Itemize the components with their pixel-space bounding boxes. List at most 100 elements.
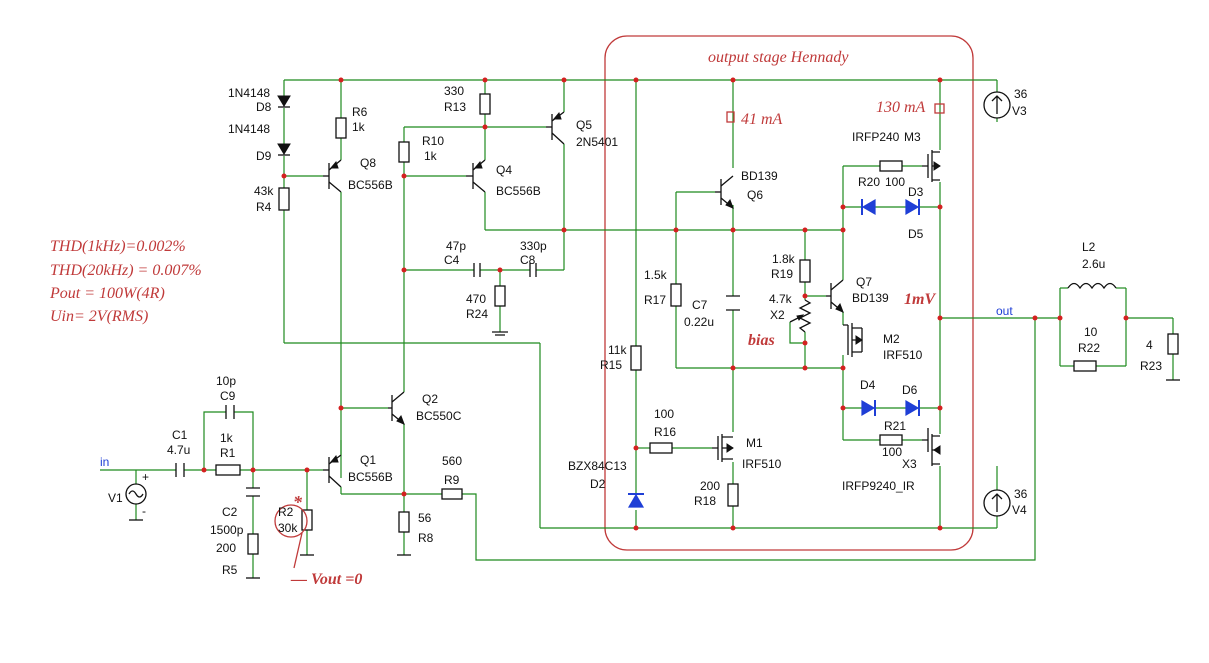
label-r19-val: 1.8k bbox=[772, 252, 796, 266]
r4-body bbox=[278, 187, 290, 211]
zener-d2 bbox=[627, 493, 645, 508]
label-d4-ref: D4 bbox=[860, 378, 876, 392]
label-r1-ref: R1 bbox=[220, 446, 236, 460]
source-v1: + - bbox=[125, 470, 149, 518]
label-q6-ref: Q6 bbox=[747, 188, 763, 202]
label-c4-val: 47p bbox=[446, 239, 466, 253]
svg-text:+: + bbox=[142, 470, 149, 484]
label-r1-val: 1k bbox=[220, 431, 234, 445]
c8-plates bbox=[529, 263, 537, 277]
label-q1-ref: Q1 bbox=[360, 453, 376, 467]
label-v3-val: 36 bbox=[1014, 87, 1028, 101]
label-r19-ref: R19 bbox=[771, 267, 793, 281]
probe-41ma bbox=[726, 111, 735, 123]
label-m2-val: IRF510 bbox=[883, 348, 923, 362]
label-v4-ref: V4 bbox=[1012, 503, 1027, 517]
note-thd-20k: THD(20kHz) = 0.007% bbox=[50, 262, 202, 279]
label-q7-ref: Q7 bbox=[856, 275, 872, 289]
mosfet-m3 bbox=[922, 150, 941, 182]
net-in: in bbox=[100, 455, 109, 469]
label-x3-ref: X3 bbox=[902, 457, 917, 471]
label-q8-val: BC556B bbox=[348, 178, 393, 192]
label-r6-ref: R6 bbox=[352, 105, 368, 119]
label-d8-ref: D8 bbox=[256, 100, 272, 114]
transistor-q4 bbox=[466, 159, 486, 193]
label-q4-val: BC556B bbox=[496, 184, 541, 198]
performance-notes: THD(1kHz)=0.002% THD(20kHz) = 0.007% Pou… bbox=[49, 238, 202, 325]
net-out: out bbox=[996, 304, 1013, 318]
label-v4-val: 36 bbox=[1014, 487, 1028, 501]
label-q1-val: BC556B bbox=[348, 470, 393, 484]
label-q7-val: BD139 bbox=[852, 291, 889, 305]
label-m1-val: IRF510 bbox=[742, 457, 782, 471]
resistors bbox=[215, 93, 1179, 555]
label-r10-val: 1k bbox=[424, 149, 438, 163]
label-d8-val: 1N4148 bbox=[228, 86, 270, 100]
mosfet-m2 bbox=[843, 323, 863, 357]
wires bbox=[100, 79, 1180, 579]
label-c2-val: 1500p bbox=[210, 523, 244, 537]
label-d2-ref: D2 bbox=[590, 477, 606, 491]
r8-body bbox=[398, 511, 410, 533]
potentiometer-x2 bbox=[789, 299, 812, 333]
annotation-star: * bbox=[293, 492, 303, 512]
vout-leader bbox=[293, 532, 303, 569]
note-pout: Pout = 100W(4R) bbox=[49, 285, 165, 302]
label-r16-ref: R16 bbox=[654, 425, 676, 439]
annotation-offset: 1mV bbox=[904, 291, 936, 308]
label-m3-ref: M3 bbox=[904, 130, 921, 144]
label-r17-ref: R17 bbox=[644, 293, 666, 307]
label-l2-val: 2.6u bbox=[1082, 257, 1105, 271]
label-m3-val: IRFP240 bbox=[852, 130, 900, 144]
r13-body bbox=[479, 93, 491, 115]
mosfet-x3 bbox=[922, 428, 941, 466]
diode-d9 bbox=[277, 143, 291, 156]
r23-body bbox=[1167, 333, 1179, 355]
label-c7-ref: C7 bbox=[692, 298, 708, 312]
label-q5-val: 2N5401 bbox=[576, 135, 618, 149]
transistor-q5 bbox=[546, 111, 565, 145]
label-r6-val: 1k bbox=[352, 120, 366, 134]
output-stage-title: output stage Hennady bbox=[708, 49, 849, 66]
r19-body bbox=[799, 259, 811, 283]
r20-body bbox=[879, 160, 903, 172]
r17-body bbox=[670, 283, 682, 307]
label-m1-ref: M1 bbox=[746, 436, 763, 450]
label-r5-val: 200 bbox=[216, 541, 236, 555]
label-r2-val: 30k bbox=[278, 521, 298, 535]
annotation-41ma: 41 mA bbox=[741, 111, 783, 128]
mosfet-m1 bbox=[712, 434, 734, 462]
label-c7-val: 0.22u bbox=[684, 315, 714, 329]
svg-text:-: - bbox=[142, 504, 146, 518]
label-r23-val: 4 bbox=[1146, 338, 1153, 352]
label-r5-ref: R5 bbox=[222, 563, 238, 577]
label-r13-ref: R13 bbox=[444, 100, 466, 114]
label-x3-val: IRFP9240_IR bbox=[842, 479, 915, 493]
label-r8-val: 56 bbox=[418, 511, 432, 525]
r2-highlight bbox=[274, 504, 308, 538]
label-q5-ref: Q5 bbox=[576, 118, 592, 132]
label-r20-ref: R20 bbox=[858, 175, 880, 189]
transistor-q6 bbox=[715, 175, 734, 209]
r6-body bbox=[335, 117, 347, 139]
label-r13-val: 330 bbox=[444, 84, 464, 98]
label-r4-ref: R4 bbox=[256, 200, 272, 214]
r9-body bbox=[441, 488, 463, 500]
label-q4-ref: Q4 bbox=[496, 163, 512, 177]
label-d9-ref: D9 bbox=[256, 149, 272, 163]
r16-body bbox=[649, 442, 673, 454]
label-r22-ref: R22 bbox=[1078, 341, 1100, 355]
capacitors bbox=[175, 263, 740, 497]
label-r9-val: 560 bbox=[442, 454, 462, 468]
label-c8-val: 330p bbox=[520, 239, 547, 253]
probe-130ma bbox=[934, 103, 945, 114]
label-r17-val: 1.5k bbox=[644, 268, 668, 282]
inductor-l2 bbox=[1067, 282, 1117, 290]
label-v1-ref: V1 bbox=[108, 491, 123, 505]
label-q2-ref: Q2 bbox=[422, 392, 438, 406]
label-c4-ref: C4 bbox=[444, 253, 460, 267]
note-thd-1k: THD(1kHz)=0.002% bbox=[50, 238, 186, 255]
component-labels: 1N4148 D8 1N4148 D9 43k R4 R6 1k Q8 BC55… bbox=[108, 84, 1162, 577]
label-r16-val: 100 bbox=[654, 407, 674, 421]
